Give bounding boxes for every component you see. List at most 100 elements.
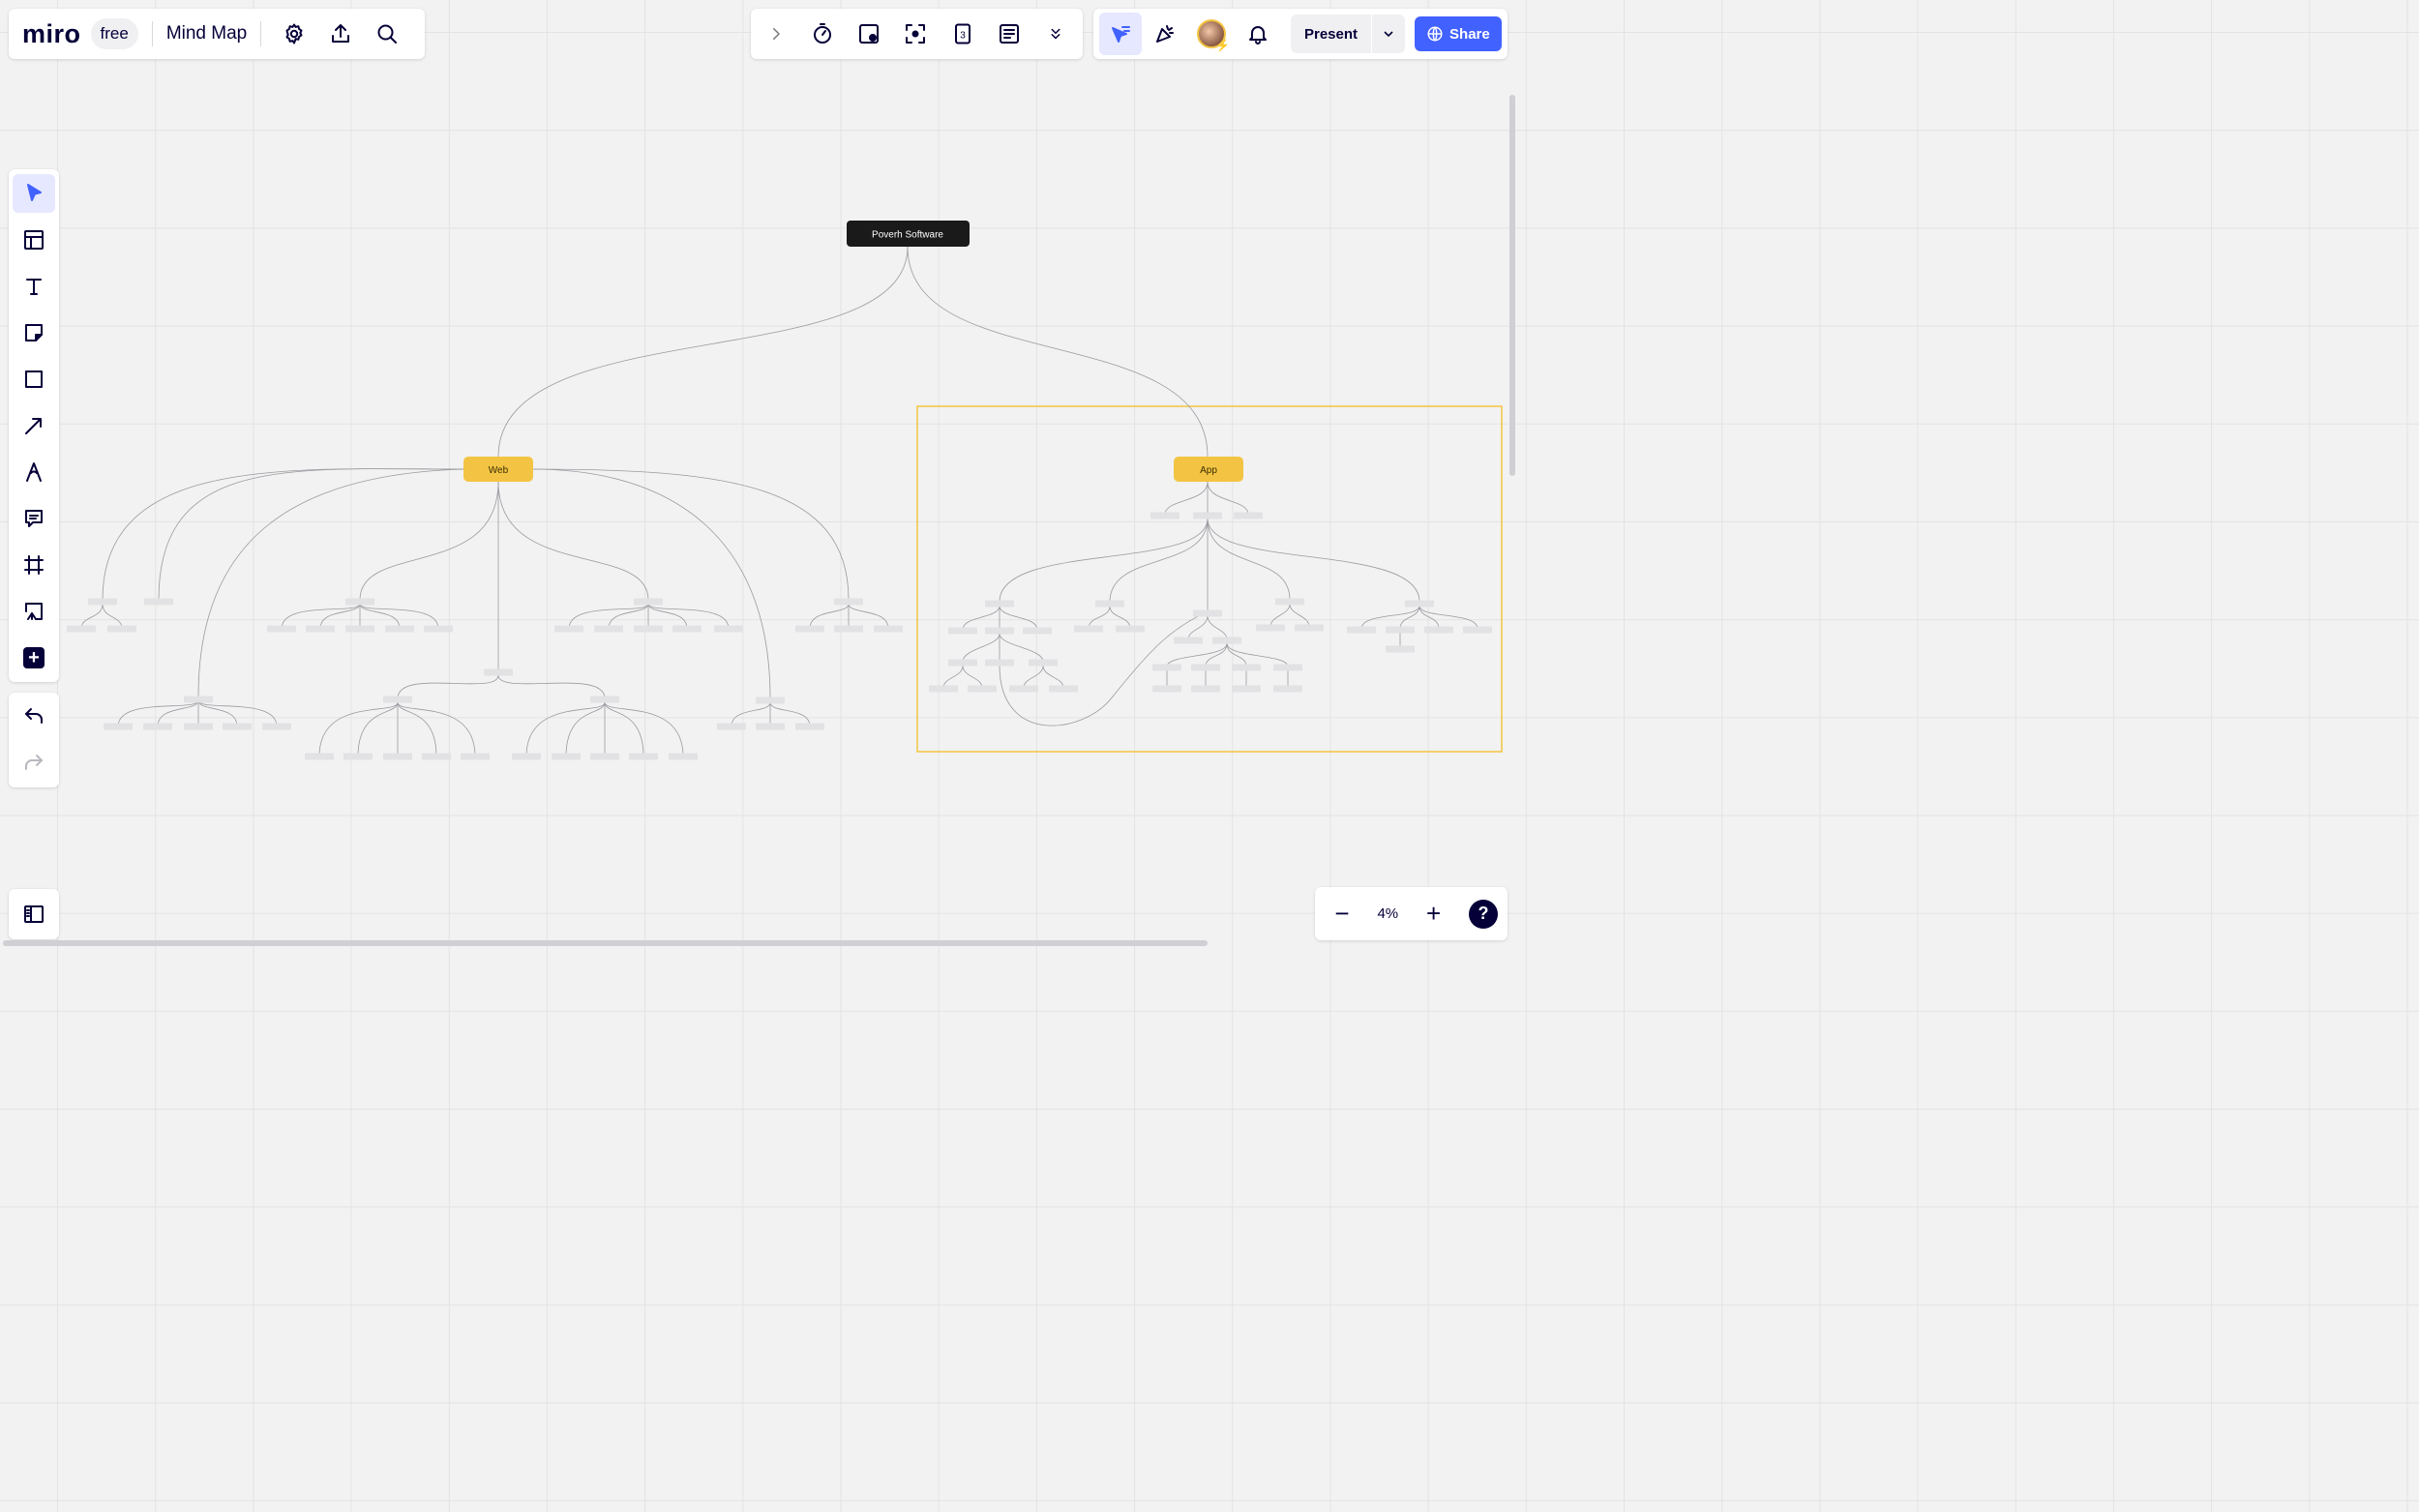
sticky-note-tool[interactable] xyxy=(13,313,55,352)
zoom-out-button[interactable]: − xyxy=(1334,899,1350,928)
mindmap-leaf-node[interactable] xyxy=(669,753,698,760)
mindmap-branch-web[interactable]: Web xyxy=(463,457,533,482)
arrow-tool[interactable] xyxy=(13,406,55,445)
mindmap-leaf-node[interactable] xyxy=(306,625,335,633)
mindmap-leaf-node[interactable] xyxy=(67,625,96,633)
upload-tool[interactable] xyxy=(13,592,55,631)
mindmap-leaf-node[interactable] xyxy=(1191,664,1220,671)
mindmap-leaf-node[interactable] xyxy=(594,625,623,633)
mindmap-leaf-node[interactable] xyxy=(223,723,252,730)
mindmap-leaf-node[interactable] xyxy=(1095,600,1124,608)
shape-tool[interactable] xyxy=(13,360,55,399)
mindmap-leaf-node[interactable] xyxy=(834,598,863,606)
board-canvas[interactable]: Poverh Software Web App xyxy=(0,0,1517,948)
settings-button[interactable] xyxy=(275,15,314,53)
mindmap-leaf-node[interactable] xyxy=(143,723,172,730)
share-button[interactable]: Share xyxy=(1415,16,1502,51)
selection-frame[interactable] xyxy=(916,405,1503,753)
mindmap-leaf-node[interactable] xyxy=(590,696,619,703)
mindmap-leaf-node[interactable] xyxy=(874,625,903,633)
mindmap-leaf-node[interactable] xyxy=(1405,600,1434,608)
mindmap-leaf-node[interactable] xyxy=(968,685,997,693)
mindmap-leaf-node[interactable] xyxy=(1273,685,1302,693)
mindmap-leaf-node[interactable] xyxy=(144,598,173,606)
mindmap-leaf-node[interactable] xyxy=(1347,626,1376,634)
counter-button[interactable]: 3 xyxy=(943,15,982,53)
mindmap-leaf-node[interactable] xyxy=(629,753,658,760)
mindmap-leaf-node[interactable] xyxy=(1116,625,1145,633)
present-options-button[interactable] xyxy=(1372,26,1405,42)
mindmap-leaf-node[interactable] xyxy=(1191,685,1220,693)
mindmap-leaf-node[interactable] xyxy=(1150,512,1180,519)
mindmap-leaf-node[interactable] xyxy=(104,723,133,730)
mindmap-leaf-node[interactable] xyxy=(985,659,1014,667)
mindmap-leaf-node[interactable] xyxy=(1212,637,1241,644)
mindmap-leaf-node[interactable] xyxy=(1463,626,1492,634)
mindmap-leaf-node[interactable] xyxy=(422,753,451,760)
mindmap-leaf-node[interactable] xyxy=(88,598,117,606)
mindmap-leaf-node[interactable] xyxy=(262,723,291,730)
mindmap-leaf-node[interactable] xyxy=(1424,626,1453,634)
mindmap-leaf-node[interactable] xyxy=(1295,624,1324,632)
mindmap-leaf-node[interactable] xyxy=(512,753,541,760)
mindmap-leaf-node[interactable] xyxy=(552,753,581,760)
mindmap-leaf-node[interactable] xyxy=(1386,645,1415,653)
mindmap-leaf-node[interactable] xyxy=(985,600,1014,608)
undo-button[interactable] xyxy=(13,697,55,736)
notes-button[interactable] xyxy=(990,15,1029,53)
export-button[interactable] xyxy=(321,15,360,53)
help-button[interactable]: ? xyxy=(1469,899,1498,929)
mindmap-leaf-node[interactable] xyxy=(834,625,863,633)
sidebar-toggle-button[interactable] xyxy=(13,895,55,934)
mindmap-leaf-node[interactable] xyxy=(184,696,213,703)
mindmap-leaf-node[interactable] xyxy=(267,625,296,633)
more-tools-button[interactable] xyxy=(1036,15,1075,53)
zoom-in-button[interactable]: + xyxy=(1425,899,1442,928)
miro-logo[interactable]: miro xyxy=(22,18,81,48)
mindmap-leaf-node[interactable] xyxy=(1232,685,1261,693)
cards-button[interactable] xyxy=(850,15,888,53)
mindmap-leaf-node[interactable] xyxy=(424,625,453,633)
mindmap-leaf-node[interactable] xyxy=(461,753,490,760)
mindmap-leaf-node[interactable] xyxy=(484,668,513,676)
mindmap-leaf-node[interactable] xyxy=(1152,664,1181,671)
mindmap-leaf-node[interactable] xyxy=(383,753,412,760)
mindmap-leaf-node[interactable] xyxy=(634,598,663,606)
mindmap-leaf-node[interactable] xyxy=(1232,664,1261,671)
mindmap-leaf-node[interactable] xyxy=(634,625,663,633)
mindmap-leaf-node[interactable] xyxy=(305,753,334,760)
mindmap-leaf-node[interactable] xyxy=(1193,609,1222,617)
mindmap-leaf-node[interactable] xyxy=(1193,512,1222,519)
cursor-follow-button[interactable] xyxy=(1099,13,1142,55)
mindmap-leaf-node[interactable] xyxy=(717,723,746,730)
user-avatar-button[interactable]: ⚡ xyxy=(1192,15,1231,53)
mindmap-leaf-node[interactable] xyxy=(929,685,958,693)
mindmap-leaf-node[interactable] xyxy=(590,753,619,760)
expand-toolbar-button[interactable] xyxy=(757,15,795,53)
mindmap-leaf-node[interactable] xyxy=(795,625,824,633)
mindmap-leaf-node[interactable] xyxy=(107,625,136,633)
mindmap-leaf-node[interactable] xyxy=(1152,685,1181,693)
mindmap-leaf-node[interactable] xyxy=(1074,625,1103,633)
templates-tool[interactable] xyxy=(13,221,55,259)
text-tool[interactable] xyxy=(13,267,55,306)
mindmap-leaf-nodes[interactable] xyxy=(67,512,1492,760)
horizontal-scrollbar[interactable] xyxy=(3,940,1208,946)
mindmap-branch-app[interactable]: App xyxy=(1174,457,1243,482)
mindmap-leaf-node[interactable] xyxy=(948,659,977,667)
celebrate-button[interactable] xyxy=(1146,15,1184,53)
focus-button[interactable] xyxy=(896,15,935,53)
mindmap-leaf-node[interactable] xyxy=(184,723,213,730)
timer-button[interactable] xyxy=(803,15,842,53)
mindmap-leaf-node[interactable] xyxy=(672,625,702,633)
mindmap-leaf-node[interactable] xyxy=(385,625,414,633)
mindmap-leaf-node[interactable] xyxy=(1256,624,1285,632)
mindmap-leaf-node[interactable] xyxy=(714,625,743,633)
notifications-button[interactable] xyxy=(1239,15,1277,53)
mindmap-leaf-node[interactable] xyxy=(756,697,785,704)
mindmap-leaf-node[interactable] xyxy=(1386,626,1415,634)
mindmap-leaf-node[interactable] xyxy=(1275,598,1304,606)
frame-tool[interactable] xyxy=(13,546,55,584)
mindmap-leaf-node[interactable] xyxy=(985,627,1014,635)
more-apps-tool[interactable]: + xyxy=(13,638,55,677)
